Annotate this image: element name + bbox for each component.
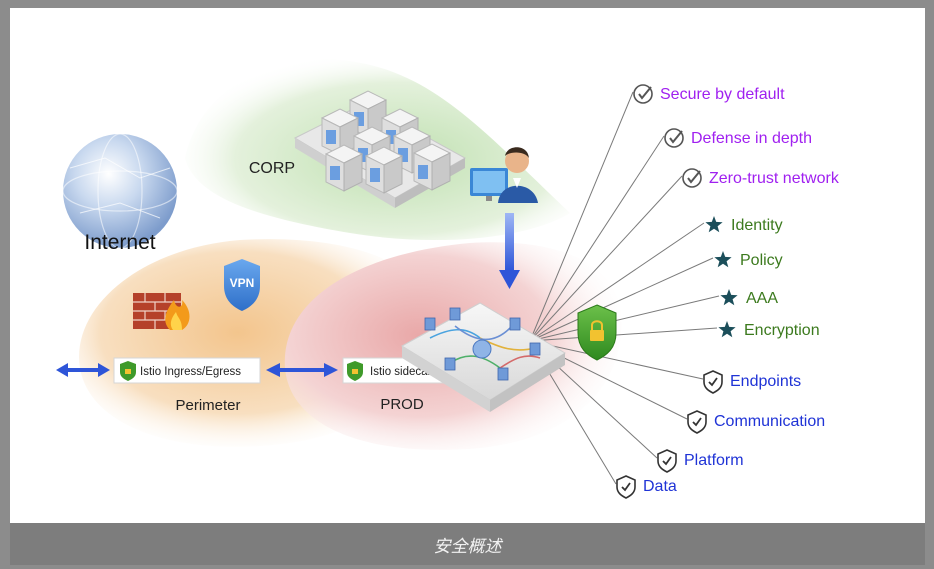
connector-line <box>529 257 714 342</box>
property-label: Platform <box>684 452 744 469</box>
check-circle-icon <box>664 128 684 148</box>
internet-globe-icon <box>62 133 178 249</box>
diagram-canvas: Internet CORP <box>10 8 925 523</box>
connector-line <box>529 135 665 342</box>
connector-line <box>529 175 683 342</box>
server-cluster-icon <box>293 90 467 208</box>
star-icon <box>705 216 723 233</box>
star-icon <box>718 321 736 338</box>
check-shield-icon <box>687 410 707 434</box>
check-circle-icon <box>682 168 702 188</box>
property-label: Endpoints <box>730 373 801 390</box>
vpn-shield-icon <box>224 259 260 311</box>
firewall-icon <box>133 293 190 330</box>
property-label: AAA <box>746 290 778 307</box>
service-mesh-platform-icon <box>401 302 566 412</box>
security-lock-shield-icon <box>577 304 617 361</box>
star-icon <box>720 289 738 306</box>
connector-line <box>529 222 705 342</box>
connector-line <box>529 91 634 342</box>
check-shield-icon <box>616 475 636 499</box>
middle-double-arrow-icon <box>266 363 338 377</box>
user-workstation-icon <box>470 147 538 203</box>
security-diagram: Internet CORP <box>56 59 840 499</box>
istio-ingress-egress-label: Istio Ingress/Egress <box>140 366 241 378</box>
property-label: Data <box>643 478 677 495</box>
check-shield-icon <box>657 449 677 473</box>
check-circle-icon <box>633 84 653 104</box>
property-label: Identity <box>731 217 783 234</box>
perimeter-label: Perimeter <box>175 397 240 414</box>
left-double-arrow-icon <box>56 363 110 377</box>
vpn-label: VPN <box>230 276 255 290</box>
star-icon <box>714 251 732 268</box>
corp-label: CORP <box>249 160 295 177</box>
down-arrow-icon <box>499 213 520 289</box>
caption-bar: 安全概述 <box>10 523 925 565</box>
property-label: Defense in depth <box>691 130 812 147</box>
caption-text: 安全概述 <box>433 536 502 557</box>
property-label: Zero-trust network <box>709 170 840 187</box>
connector-line <box>529 340 704 380</box>
check-shield-icon <box>703 370 723 394</box>
connector-line <box>529 295 720 342</box>
property-label: Encryption <box>744 322 820 339</box>
istio-ingress-egress-box: Istio Ingress/Egress <box>113 357 261 384</box>
connector-line <box>529 327 718 342</box>
istio-sidecar-label: Istio sidecar <box>370 366 432 378</box>
internet-label: Internet <box>84 231 155 254</box>
prod-label: PROD <box>380 396 424 413</box>
property-label: Policy <box>740 252 783 269</box>
property-label: Secure by default <box>660 86 785 103</box>
property-label: Communication <box>714 413 825 430</box>
